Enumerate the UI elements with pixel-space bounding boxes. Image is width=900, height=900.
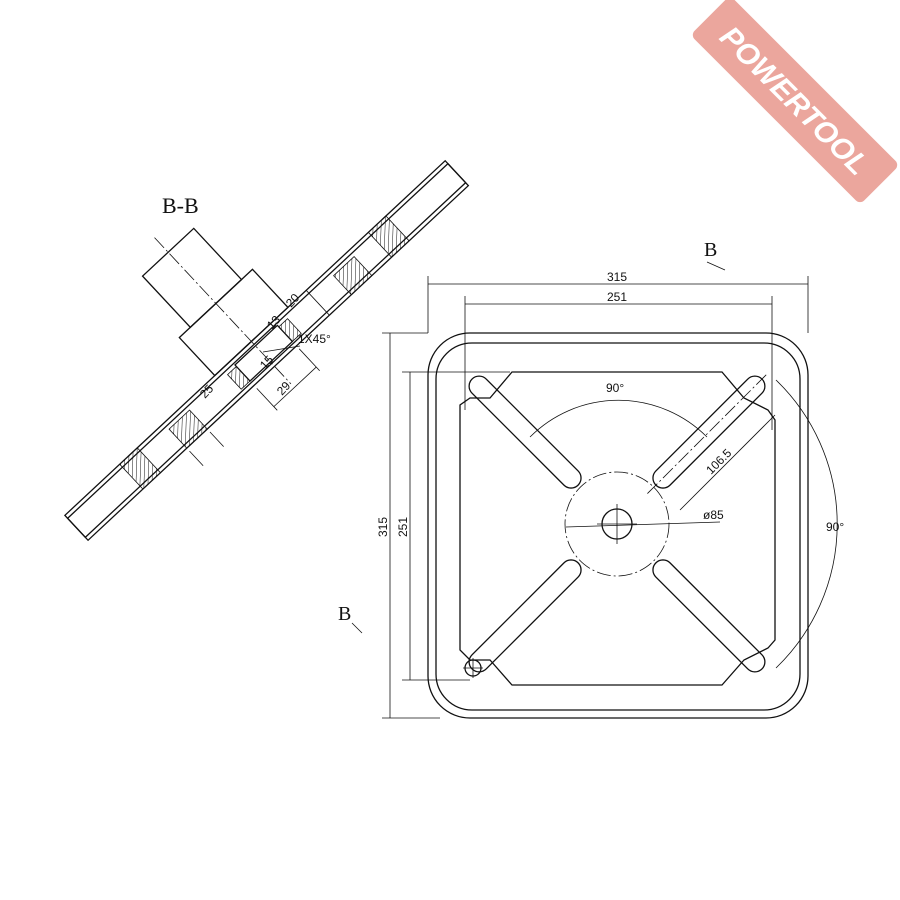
section-view xyxy=(63,159,470,542)
dimension-label: B xyxy=(704,239,717,261)
plate-section xyxy=(63,159,470,542)
plan-view xyxy=(351,261,838,719)
dimension-label: 1X45° xyxy=(298,332,331,346)
dimension-label: 106.5 xyxy=(703,446,734,477)
dimension-label: 251 xyxy=(607,290,627,304)
dimension-label: POWERTOOL xyxy=(713,20,875,182)
dimension-label: 15 xyxy=(257,352,277,372)
dimension-label: 315 xyxy=(607,270,627,284)
dimension-label: 25 xyxy=(197,381,217,401)
watermark-logo: POWERTOOL xyxy=(692,0,898,203)
plan-dimensions: B B 315 251 315 251 90° 106.5 ø85 90° xyxy=(338,239,844,625)
dimension-label: 20 xyxy=(283,290,303,310)
section-title: B-B xyxy=(162,193,199,218)
plate-outline xyxy=(427,332,809,719)
dimension-label: 251 xyxy=(396,517,410,537)
dimension-label: 90° xyxy=(606,381,624,395)
dimension-label: 315 xyxy=(376,517,390,537)
section-dimensions: 20 13 1X45° 15 25 29 xyxy=(197,290,331,401)
slots xyxy=(468,373,768,673)
dimension-label: 90° xyxy=(826,520,844,534)
inner-recess xyxy=(459,371,776,686)
dimension-label: ø85 xyxy=(703,508,724,522)
dimension-label: B xyxy=(338,603,351,625)
dimension-label: 29 xyxy=(274,378,294,398)
